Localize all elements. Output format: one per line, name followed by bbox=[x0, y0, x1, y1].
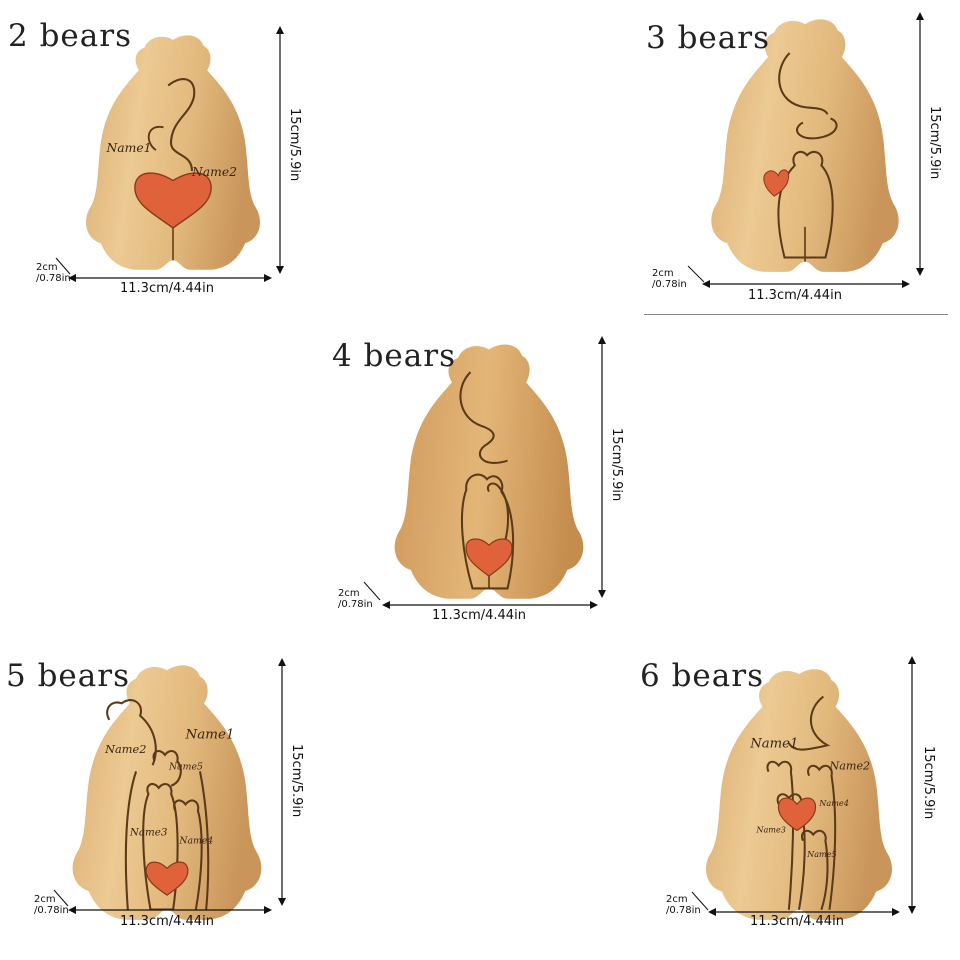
height-label: 15cm/5.9in bbox=[609, 428, 624, 502]
width-label: 11.3cm/4.44in bbox=[750, 914, 844, 929]
panel-title: 5 bears bbox=[6, 658, 130, 694]
wooden-bear-puzzle-image bbox=[702, 12, 908, 278]
engraved-name: Name3 bbox=[129, 826, 168, 838]
height-label: 15cm/5.9in bbox=[289, 744, 304, 818]
width-label: 11.3cm/4.44in bbox=[432, 608, 526, 623]
dimension-arrows bbox=[687, 12, 924, 288]
wooden-bear-puzzle-image: Name1 Name2 Name5 Name3 Name4 bbox=[62, 658, 272, 926]
panel-2-bears: 2 bears Name1 Name2 11.3cm/4.44in 15cm/5… bbox=[0, 0, 320, 310]
dimension-arrows bbox=[691, 656, 916, 916]
engraved-name: Name4 bbox=[178, 836, 213, 847]
dimension-arrows bbox=[53, 658, 286, 914]
dimension-arrows bbox=[55, 26, 284, 282]
width-label: 11.3cm/4.44in bbox=[120, 281, 214, 296]
depth-label: 2cm /0.78in bbox=[36, 262, 71, 284]
panel-title: 3 bears bbox=[646, 20, 770, 56]
engraved-name: Name5 bbox=[168, 761, 203, 772]
panel-title: 4 bears bbox=[332, 338, 456, 374]
width-label: 11.3cm/4.44in bbox=[748, 288, 842, 303]
depth-label: 2cm /0.78in bbox=[652, 268, 687, 290]
divider-line bbox=[644, 314, 948, 315]
depth-label: 2cm /0.78in bbox=[34, 894, 69, 916]
engraved-name: Name2 bbox=[191, 165, 237, 179]
depth-label: 2cm /0.78in bbox=[666, 894, 701, 916]
engraved-name: Name1 bbox=[749, 736, 798, 751]
height-label: 15cm/5.9in bbox=[927, 106, 942, 180]
panel-3-bears: 3 bears 11.3cm/4.44in 15cm/5.9in 2cm /0.… bbox=[640, 0, 960, 320]
width-label: 11.3cm/4.44in bbox=[120, 914, 214, 929]
engraved-name: Name2 bbox=[104, 742, 146, 756]
engraved-name: Name3 bbox=[755, 825, 786, 835]
panel-6-bears: 6 bears Name1 Name2 Name3 Name4 Name5 11… bbox=[640, 640, 960, 960]
engraved-name: Name1 bbox=[185, 727, 235, 742]
wooden-bear-puzzle-image: Name1 Name2 Name3 Name4 Name5 bbox=[696, 662, 902, 926]
engraved-name: Name2 bbox=[828, 760, 870, 773]
engraved-name: Name1 bbox=[106, 141, 152, 155]
engraved-name: Name5 bbox=[806, 849, 837, 859]
panel-title: 2 bears bbox=[8, 18, 132, 54]
wooden-bear-puzzle-image bbox=[386, 336, 592, 606]
panel-title: 6 bears bbox=[640, 658, 764, 694]
depth-label: 2cm /0.78in bbox=[338, 588, 373, 610]
height-label: 15cm/5.9in bbox=[287, 108, 302, 182]
panel-4-bears: 4 bears 11.3cm/4.44in 15cm/5.9in 2cm /0.… bbox=[320, 320, 640, 640]
dimension-arrows bbox=[363, 336, 606, 609]
engraved-name: Name4 bbox=[818, 798, 849, 808]
height-label: 15cm/5.9in bbox=[921, 746, 936, 820]
panel-5-bears: 5 bears Name1 Name2 Name5 Name3 Name4 11… bbox=[0, 640, 320, 960]
wooden-bear-puzzle-image: Name1 Name2 bbox=[78, 28, 268, 276]
